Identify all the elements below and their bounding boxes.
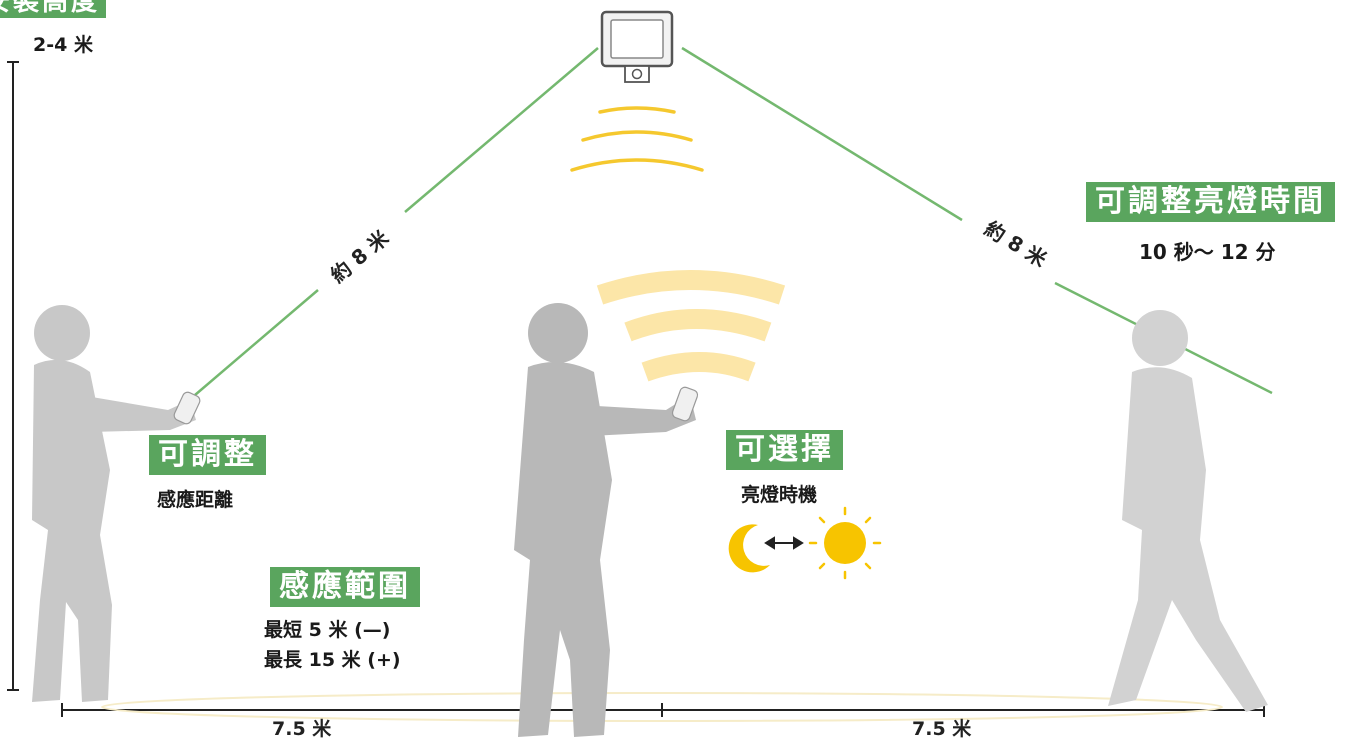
double-arrow-icon <box>764 536 804 550</box>
sense-range-max: 最長 15 米 (+) <box>264 649 401 671</box>
moon-icon <box>728 524 770 573</box>
diagonal-label-left: 約 8 米 <box>326 225 394 288</box>
ground-axis <box>61 703 1265 717</box>
remote-icon-left <box>173 391 201 425</box>
sense-range-tag: 感應範圍 <box>270 567 420 607</box>
person-silhouette-left <box>32 305 196 702</box>
install-height-tag: 安裝高度 <box>0 0 107 18</box>
diagonal-label-right: 約 8 米 <box>980 216 1051 272</box>
ground-label-right: 7.5 米 <box>912 718 972 740</box>
adjust-duration-value: 10 秒～ 12 分 <box>1139 240 1276 264</box>
adjust-duration-tag: 可調整亮燈時間 <box>1086 182 1335 222</box>
sun-icon <box>808 506 882 580</box>
select-timing-tag: 可選擇 <box>726 430 843 470</box>
left-diagonal-lower <box>194 289 319 396</box>
motion-wave-icon <box>570 106 704 172</box>
adjust-distance-sub: 感應距離 <box>157 489 234 511</box>
adjust-distance-tag: 可調整 <box>149 435 266 475</box>
floodlight-icon <box>600 10 674 83</box>
remote-icon-center <box>671 386 699 422</box>
person-silhouette-center <box>514 303 696 737</box>
ground-label-left: 7.5 米 <box>272 718 332 740</box>
right-diagonal-upper <box>681 46 963 222</box>
person-silhouette-right <box>1108 310 1268 712</box>
large-wave-icon <box>596 270 786 382</box>
sense-range-min: 最短 5 米 (—) <box>264 619 391 641</box>
left-diagonal-upper <box>404 47 599 213</box>
install-height-value: 2-4 米 <box>33 34 93 56</box>
height-axis <box>7 61 19 691</box>
select-timing-sub: 亮燈時機 <box>741 484 818 506</box>
floor-ring <box>101 692 1223 722</box>
